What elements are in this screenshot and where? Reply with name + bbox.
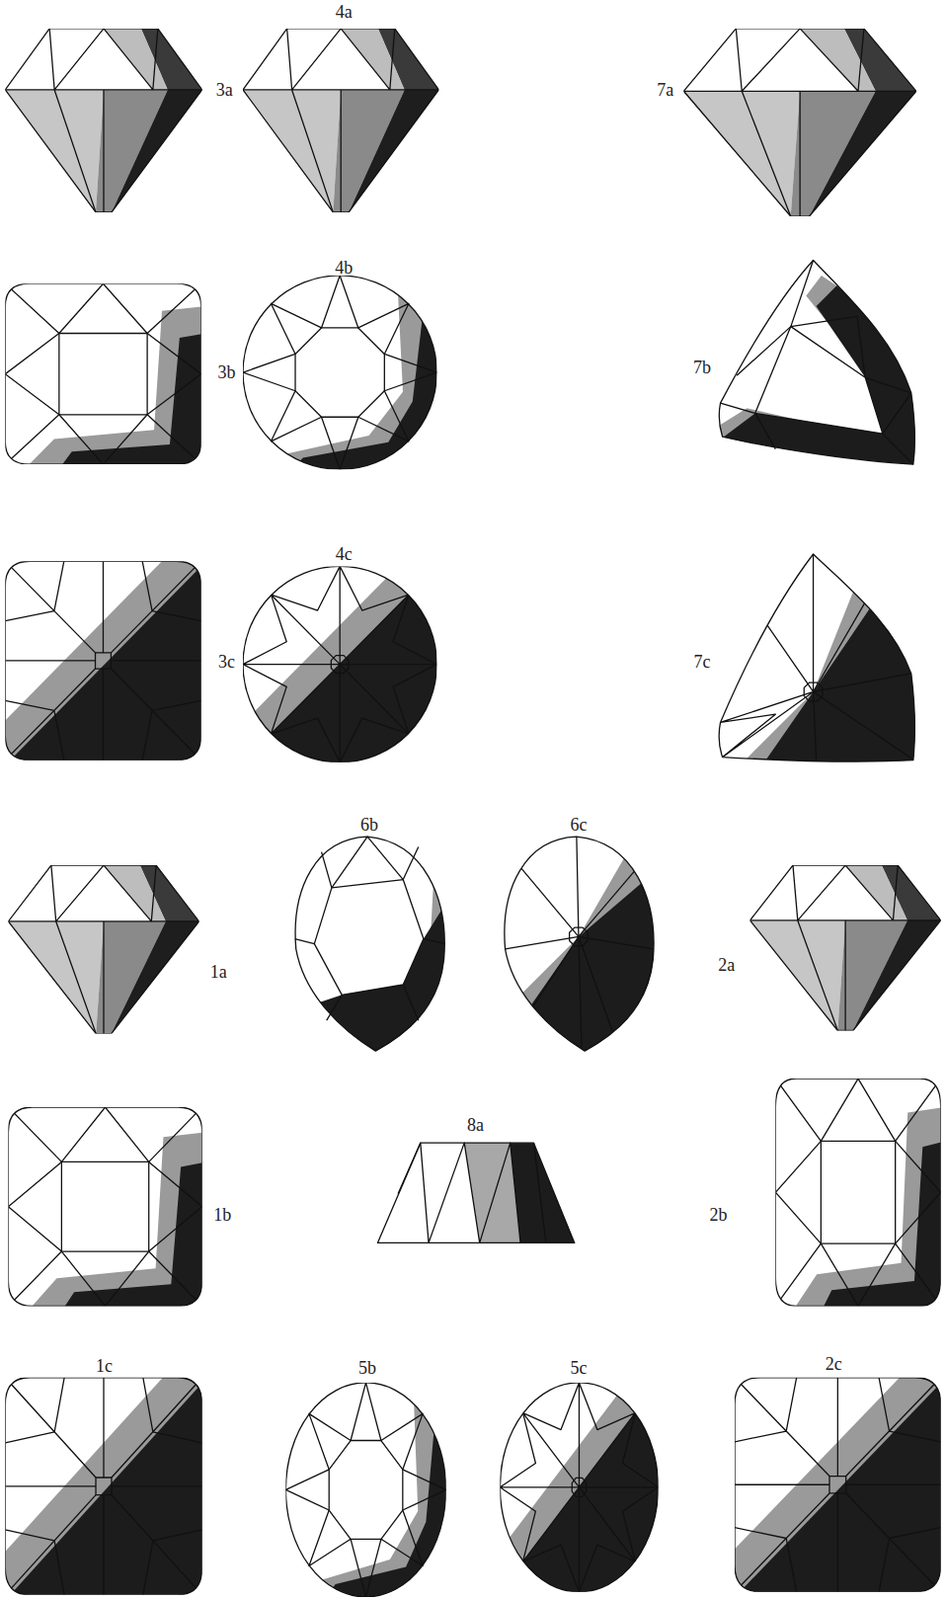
figure-label: 6b <box>360 815 379 834</box>
gem-side-view <box>377 1142 574 1243</box>
gem-bottom-view <box>729 1371 946 1597</box>
gem-side-view <box>4 28 202 213</box>
gem-top-view <box>285 836 454 1061</box>
gem-top-view <box>285 1382 454 1600</box>
gem-side-view <box>683 28 917 217</box>
gem-bottom-view <box>0 555 206 766</box>
gem-bottom-view <box>223 547 457 783</box>
figure-label: 4b <box>334 258 353 277</box>
figure-label: 2a <box>717 955 735 974</box>
figure-label: 1c <box>95 1356 113 1375</box>
figure-label: 4a <box>335 2 353 21</box>
figure-label: 2b <box>709 1205 728 1224</box>
figure-label: 1a <box>210 962 228 981</box>
figure-label: 5b <box>358 1358 377 1377</box>
figure-label: 7b <box>693 358 711 377</box>
figure-label: 3a <box>216 80 234 99</box>
gem-side-view <box>7 865 199 1033</box>
gem-top-view <box>7 1106 207 1312</box>
gem-top-view <box>242 275 447 479</box>
gem-bottom-view <box>718 553 939 776</box>
figure-label: 1b <box>213 1205 232 1224</box>
figure-label: 2c <box>825 1354 843 1373</box>
figure-label: 3c <box>218 652 236 671</box>
figure-label: 4c <box>335 545 353 563</box>
gem-bottom-view <box>0 1371 207 1600</box>
gem-side-view <box>242 28 439 213</box>
gem-side-view <box>750 865 942 1030</box>
figure-label: 6c <box>569 815 587 834</box>
gem-bottom-view <box>489 834 674 1061</box>
gem-top-view <box>4 283 206 469</box>
gem-top-view <box>775 1078 946 1312</box>
figure-label: 8a <box>467 1115 484 1134</box>
figure-label: 7a <box>656 80 674 99</box>
gem-bottom-view <box>483 1361 674 1600</box>
figure-label: 3b <box>217 363 236 382</box>
figure-label: 7c <box>694 652 711 671</box>
figure-label: 5c <box>569 1358 587 1377</box>
gem-top-view <box>713 259 929 479</box>
